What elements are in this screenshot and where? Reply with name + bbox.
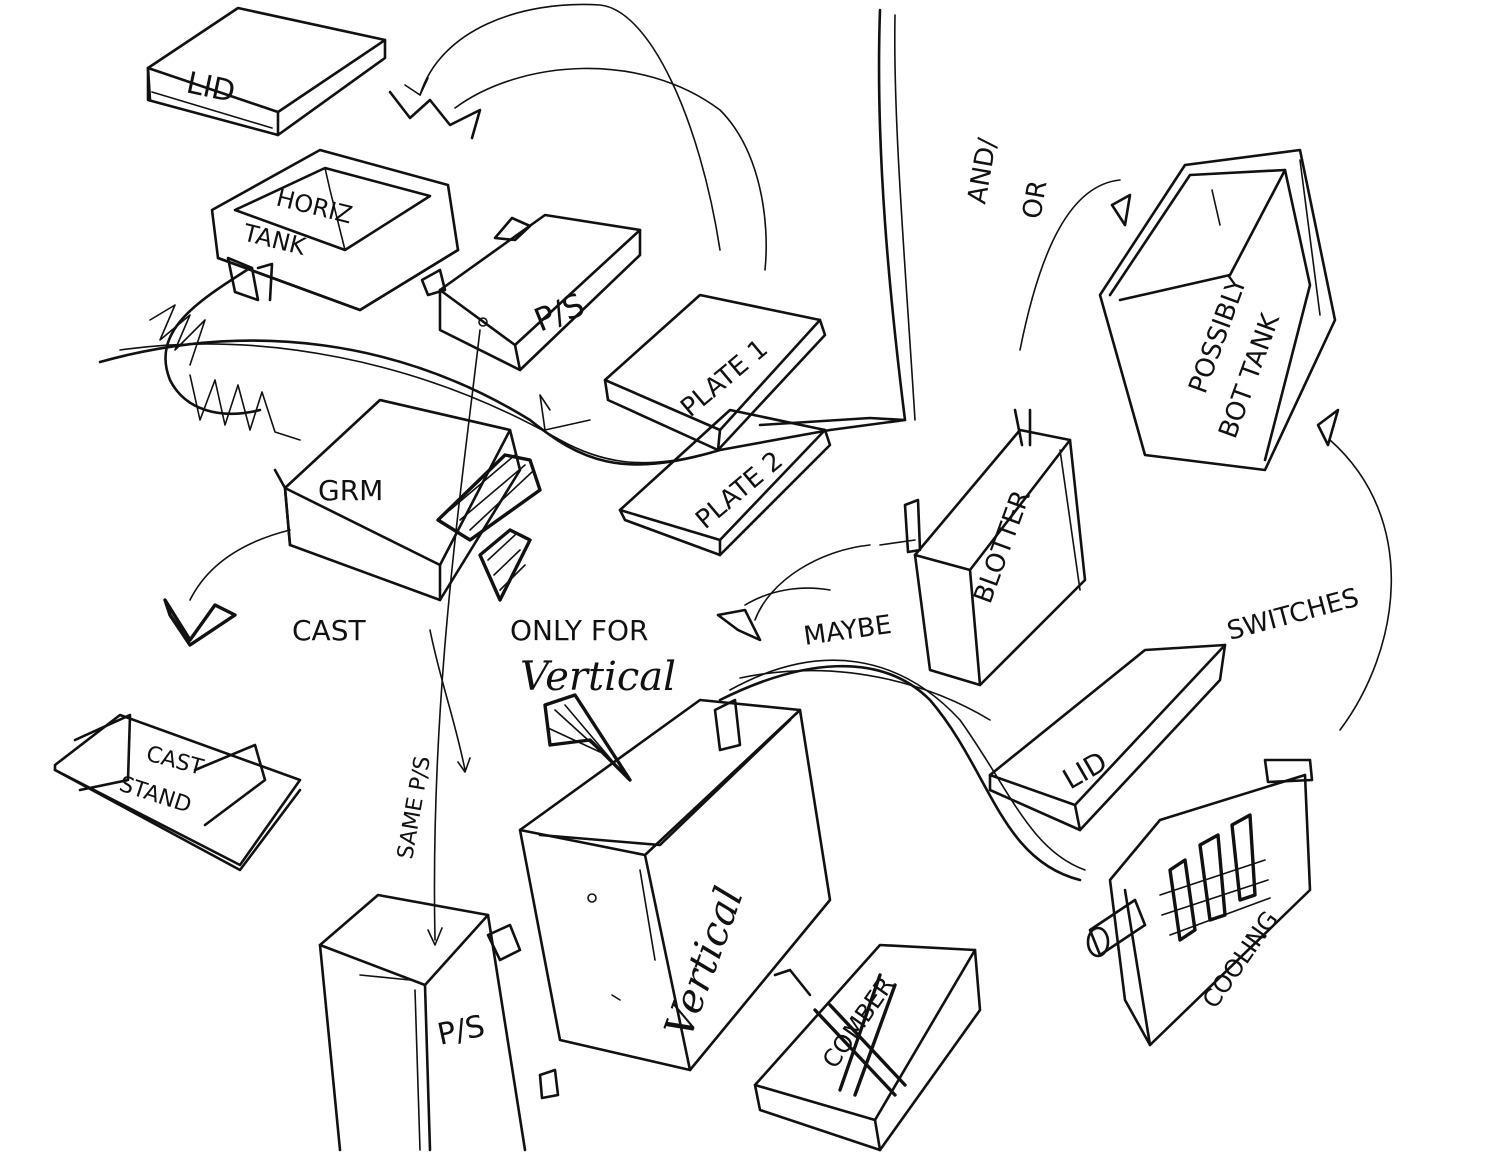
cooling-box [1086, 758, 1314, 1047]
ps-bottom-box [318, 893, 560, 1152]
cast-stand-label-1: CAST [143, 742, 206, 781]
vertical-box-label: Vertical [656, 881, 753, 1043]
maybe-arrow [716, 544, 871, 642]
cast-label: CAST [292, 614, 366, 647]
crossed-out-box [753, 943, 982, 1152]
vertical-box [518, 698, 832, 1072]
arrow-to-bot-tank [1316, 408, 1393, 731]
possibly-bot-tank-box [1098, 148, 1337, 472]
maybe-label: MAYBE [802, 610, 894, 652]
blotter-label: BLOTTER [968, 487, 1036, 608]
cast-stand-label-2: STAND [116, 772, 194, 819]
wiring-lines [98, 8, 916, 466]
plate2-label: PLATE 2 [690, 446, 789, 536]
plate1-box [603, 293, 827, 452]
arrow-only-for [543, 693, 632, 782]
and-or-label-1: AND/ [962, 136, 1003, 206]
grm-box [273, 398, 542, 602]
switches-label: SWITCHES [1224, 583, 1362, 647]
same-ps-arrows [427, 329, 481, 946]
ps-top-label: P/S [529, 285, 590, 339]
ps-bottom-label: P/S [434, 1009, 487, 1053]
lid-top-box [146, 6, 387, 137]
arrow-curve-top [388, 3, 767, 271]
vertical-note-label: Vertical [520, 654, 676, 700]
blotter-box [879, 408, 1087, 687]
horiz-tank-label-line2: TANK [240, 218, 310, 261]
ps-top-box [420, 213, 642, 372]
arrow-to-cast [163, 529, 291, 647]
lid-bottom-label: LID [1057, 745, 1113, 796]
cast-stand-box [53, 713, 302, 872]
plate1-label: PLATE 1 [675, 334, 774, 424]
cooling-label: COOLING [1197, 906, 1284, 1013]
grm-label: GRM [318, 474, 383, 507]
same-ps-label: SAME P/S [393, 754, 436, 861]
lid-bottom-box [988, 643, 1227, 832]
horiz-tank-box [210, 148, 460, 312]
cable-lines [718, 659, 1086, 882]
horiz-tank-label: HORIZ [274, 184, 356, 230]
and-or-label-2: OR [1017, 178, 1053, 221]
only-for-label: ONLY FOR [510, 614, 648, 647]
and-or-arrow [1019, 179, 1132, 351]
